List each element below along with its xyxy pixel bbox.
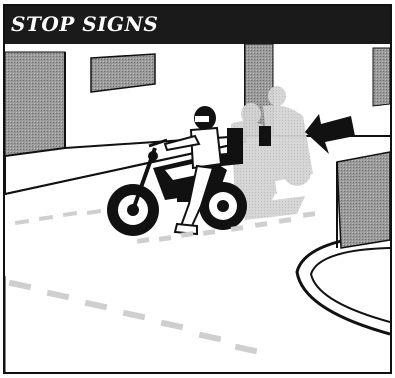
right-corner [297, 152, 390, 334]
panel-title: STOP SIGNS [11, 12, 158, 36]
intersection-illustration [5, 44, 390, 372]
panel-header: STOP SIGNS [5, 6, 390, 44]
sidewalk-dashes [15, 209, 101, 225]
stop-signs-panel: STOP SIGNS [3, 4, 392, 374]
center-building-window [91, 54, 155, 92]
center-lane-dashes [9, 280, 258, 354]
direction-arrow-icon [305, 114, 355, 154]
